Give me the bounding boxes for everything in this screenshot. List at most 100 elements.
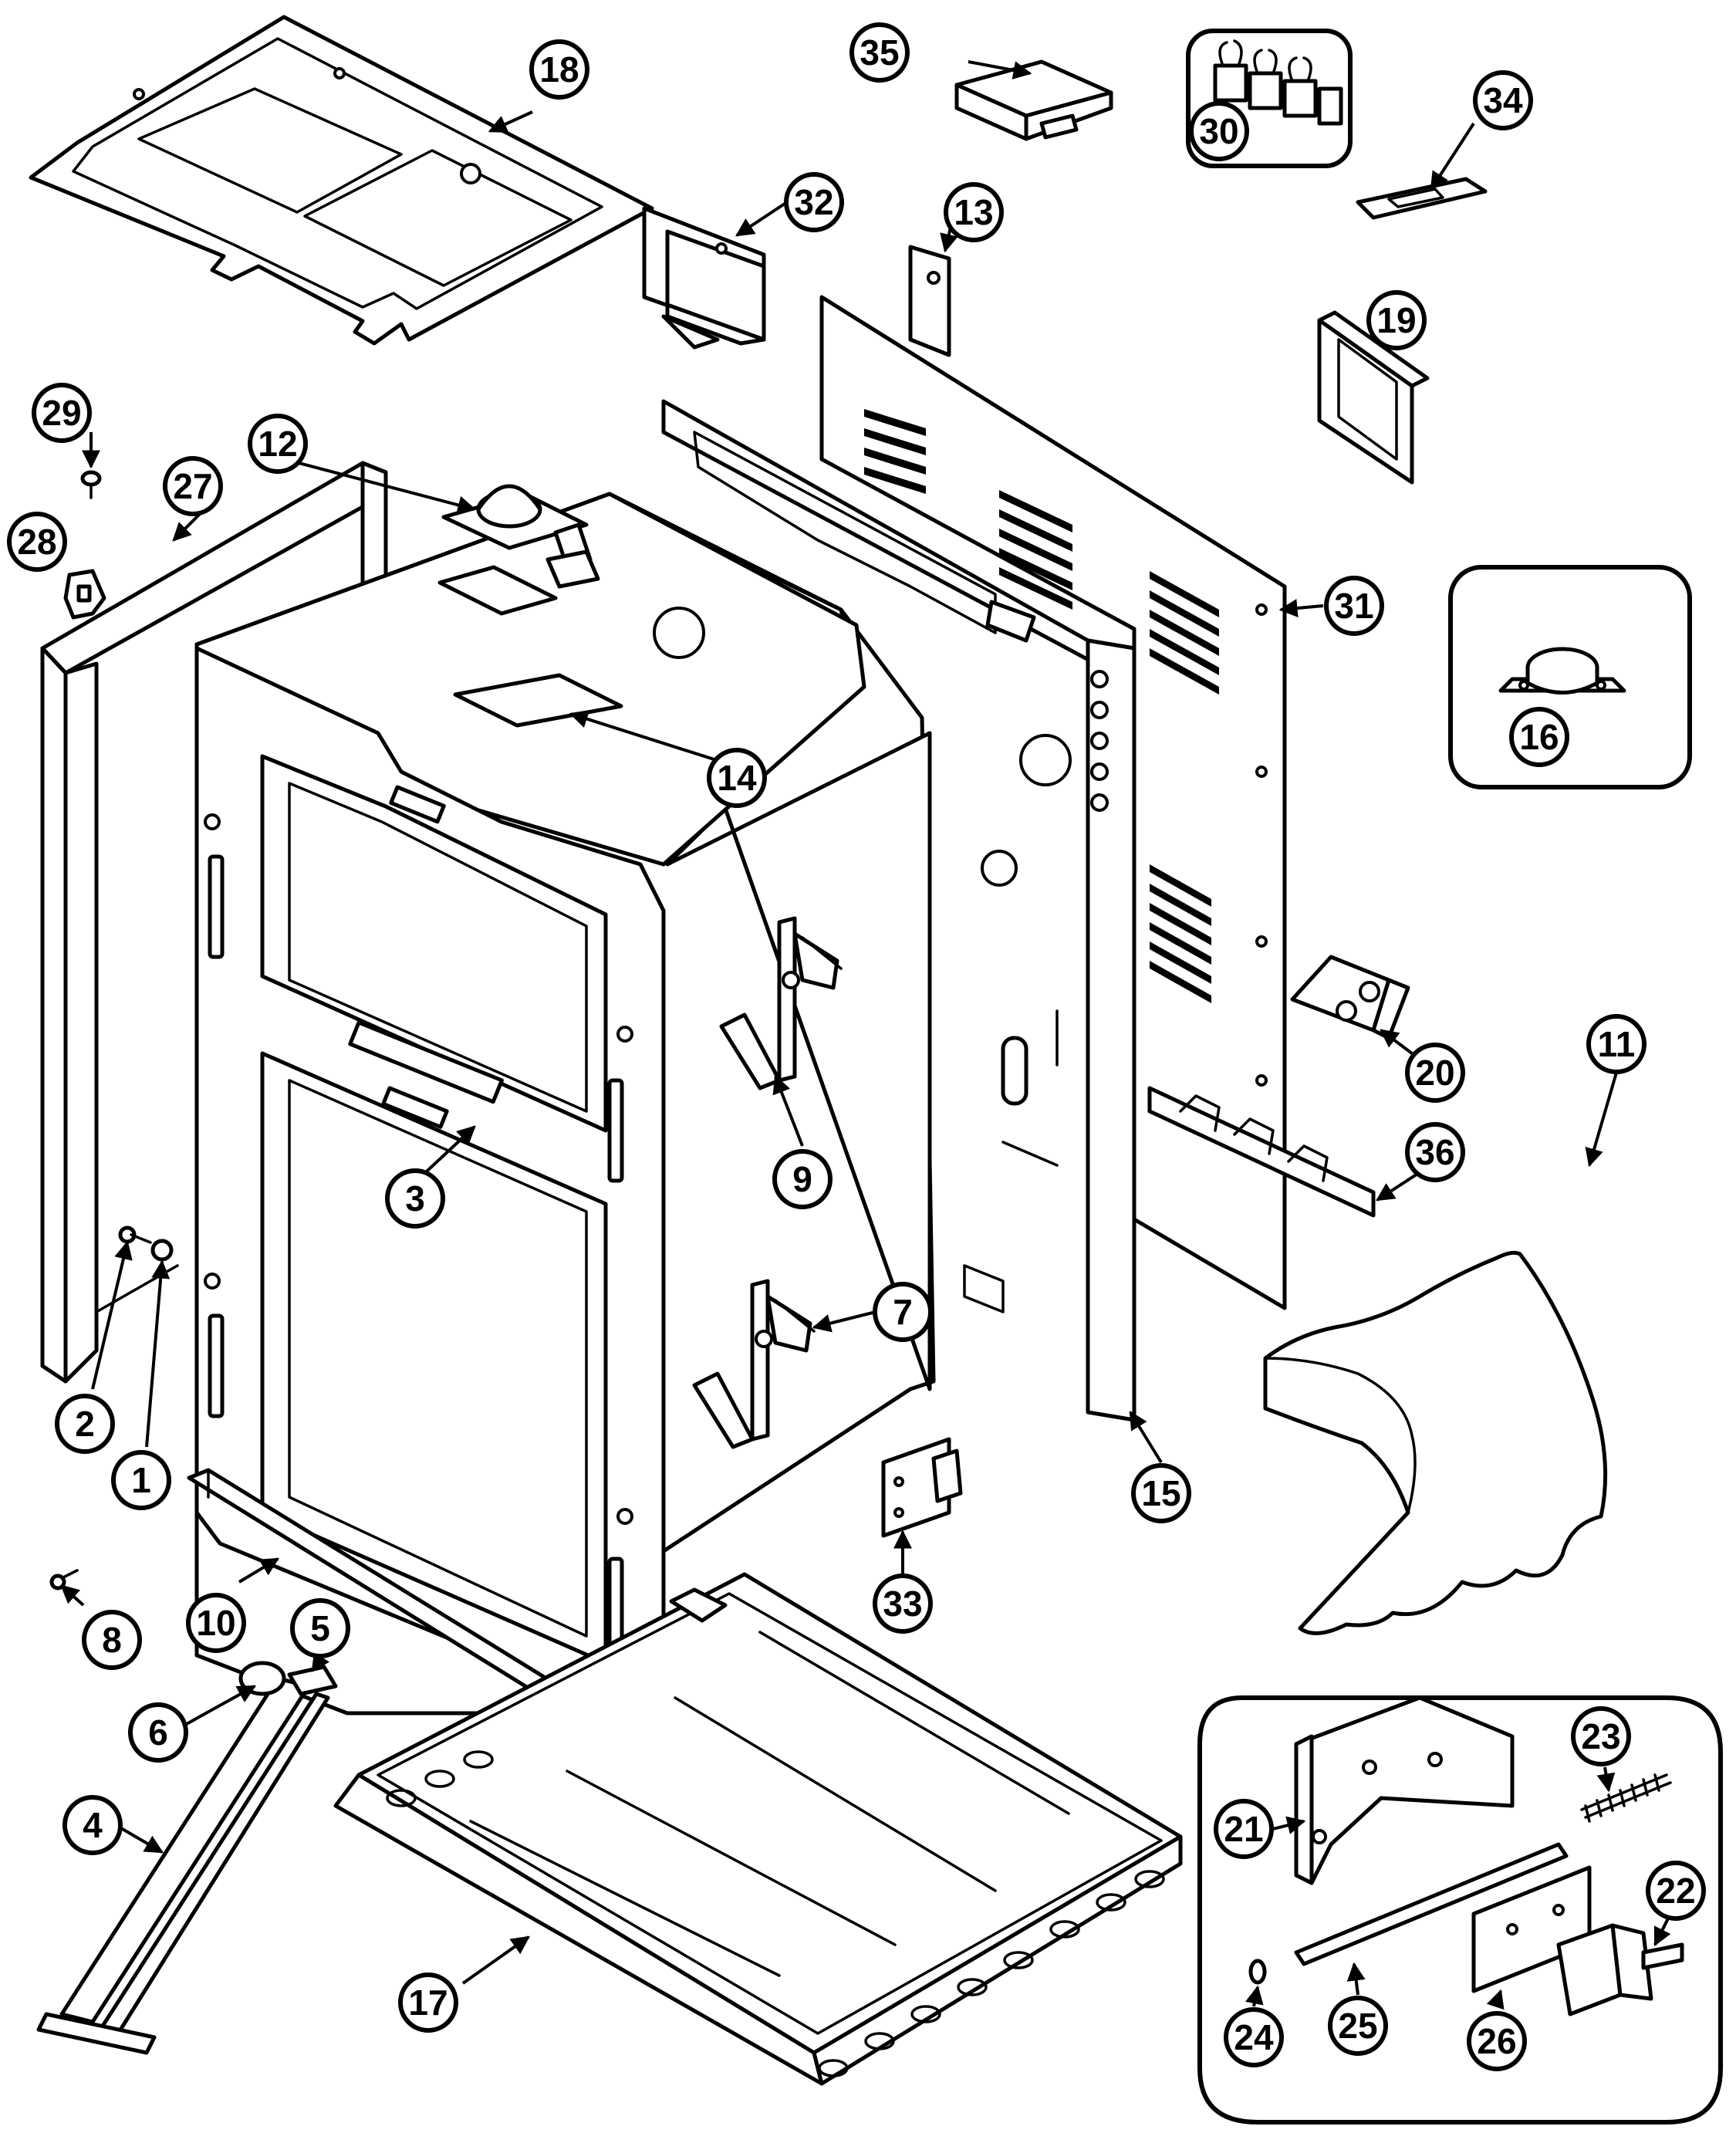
part-23-spring [1580, 1773, 1672, 1823]
svg-text:4: 4 [83, 1805, 103, 1845]
callout-22: 22 [1646, 1861, 1706, 1921]
callout-6: 6 [128, 1702, 188, 1763]
part-33-bracket [881, 1437, 963, 1538]
callout-34: 34 [1473, 70, 1533, 130]
callout-14: 14 [707, 748, 767, 808]
svg-text:8: 8 [102, 1620, 122, 1660]
part-34-bracket [1356, 177, 1488, 220]
callout-8: 8 [82, 1610, 142, 1670]
svg-text:35: 35 [860, 32, 899, 73]
svg-text:33: 33 [883, 1584, 922, 1624]
part-32-box-cover [642, 206, 766, 350]
callout-7: 7 [873, 1282, 933, 1342]
inset-16-thermostat [1448, 565, 1692, 789]
callout-15: 15 [1131, 1463, 1191, 1523]
callout-18: 18 [529, 39, 589, 100]
callout-29: 29 [32, 383, 92, 443]
svg-text:29: 29 [42, 393, 81, 433]
part-1-screw [150, 1239, 174, 1262]
callout-1: 1 [111, 1450, 171, 1510]
callout-20: 20 [1405, 1043, 1465, 1103]
callout-10: 10 [186, 1593, 246, 1653]
callout-12: 12 [248, 414, 308, 474]
callout-9: 9 [772, 1149, 833, 1209]
callout-19: 19 [1366, 290, 1427, 350]
part-22-switch [1556, 1923, 1684, 2016]
callout-33: 33 [873, 1574, 933, 1634]
part-25-rod [1294, 1842, 1569, 1966]
inset-30-terminal-block [1186, 29, 1353, 168]
callout-31: 31 [1324, 576, 1384, 636]
leader-lines [60, 60, 1672, 2010]
svg-text:28: 28 [17, 522, 56, 562]
svg-text:12: 12 [258, 424, 297, 464]
part-4-support-rods [36, 1676, 330, 2055]
callout-3: 3 [385, 1168, 445, 1229]
svg-text:7: 7 [893, 1292, 913, 1332]
callout-32: 32 [784, 172, 844, 232]
callouts: 1 2 3 4 5 6 7 8 9 10 11 12 13 14 15 16 1… [7, 22, 1706, 2071]
callout-26: 26 [1467, 2011, 1527, 2071]
part-13-small-plate [908, 245, 951, 357]
svg-text:36: 36 [1415, 1132, 1454, 1172]
callout-27: 27 [163, 456, 223, 516]
svg-text:30: 30 [1199, 111, 1238, 151]
svg-text:22: 22 [1656, 1871, 1695, 1911]
callout-2: 2 [55, 1394, 115, 1454]
svg-text:25: 25 [1338, 2006, 1377, 2046]
inset-door-switch-assembly [1197, 1695, 1723, 2125]
svg-text:6: 6 [148, 1712, 168, 1753]
part-21-switch-bracket [1294, 1695, 1515, 1885]
svg-text:2: 2 [75, 1404, 95, 1444]
part-24-pin [1248, 1959, 1267, 1985]
part-35-module [954, 59, 1113, 141]
svg-text:14: 14 [717, 758, 757, 798]
part-28-clip [63, 569, 106, 620]
svg-text:13: 13 [954, 192, 993, 232]
svg-text:15: 15 [1141, 1473, 1180, 1513]
part-29-screw [80, 470, 102, 499]
part-17-bottom-tray [333, 1572, 1183, 2086]
svg-text:26: 26 [1477, 2021, 1516, 2061]
callout-4: 4 [62, 1795, 123, 1855]
part-20-angle-bracket [1290, 955, 1410, 1040]
svg-text:24: 24 [1234, 2017, 1274, 2057]
part-26-plate [1471, 1865, 1592, 1993]
svg-text:3: 3 [405, 1178, 425, 1219]
svg-text:31: 31 [1334, 586, 1373, 626]
part-11-insulation [1263, 1250, 1608, 1635]
callout-30: 30 [1189, 101, 1249, 161]
callout-21: 21 [1214, 1799, 1274, 1859]
part-18-top-cover [29, 15, 654, 346]
part-9-upper-hinge [719, 916, 843, 1090]
callout-17: 17 [398, 1972, 458, 2033]
part-19-bracket-frame [1317, 310, 1430, 485]
callout-36: 36 [1405, 1122, 1465, 1182]
svg-text:11: 11 [1598, 1024, 1636, 1064]
svg-text:18: 18 [539, 49, 579, 90]
svg-text:17: 17 [408, 1983, 448, 2023]
part-2-screw [118, 1225, 152, 1244]
svg-text:5: 5 [310, 1608, 330, 1648]
callout-28: 28 [7, 512, 67, 572]
part-7-lower-hinge [692, 1279, 816, 1449]
part-12-latch-assembly [437, 484, 600, 616]
svg-text:19: 19 [1376, 300, 1416, 340]
svg-text:9: 9 [792, 1159, 812, 1199]
svg-text:21: 21 [1224, 1809, 1263, 1849]
svg-text:1: 1 [131, 1460, 151, 1500]
callout-25: 25 [1328, 1996, 1388, 2056]
svg-text:23: 23 [1581, 1716, 1620, 1756]
part-8-screw [49, 1569, 79, 1590]
svg-text:27: 27 [173, 466, 212, 506]
svg-text:16: 16 [1519, 717, 1559, 757]
callout-11: 11 [1586, 1014, 1646, 1074]
callout-35: 35 [849, 22, 910, 83]
callout-13: 13 [944, 182, 1004, 242]
svg-text:34: 34 [1483, 80, 1523, 120]
callout-23: 23 [1571, 1706, 1631, 1766]
svg-text:20: 20 [1415, 1053, 1454, 1093]
part-27-side-trim [40, 461, 388, 1384]
part-36-lower-brace [1147, 1086, 1376, 1218]
